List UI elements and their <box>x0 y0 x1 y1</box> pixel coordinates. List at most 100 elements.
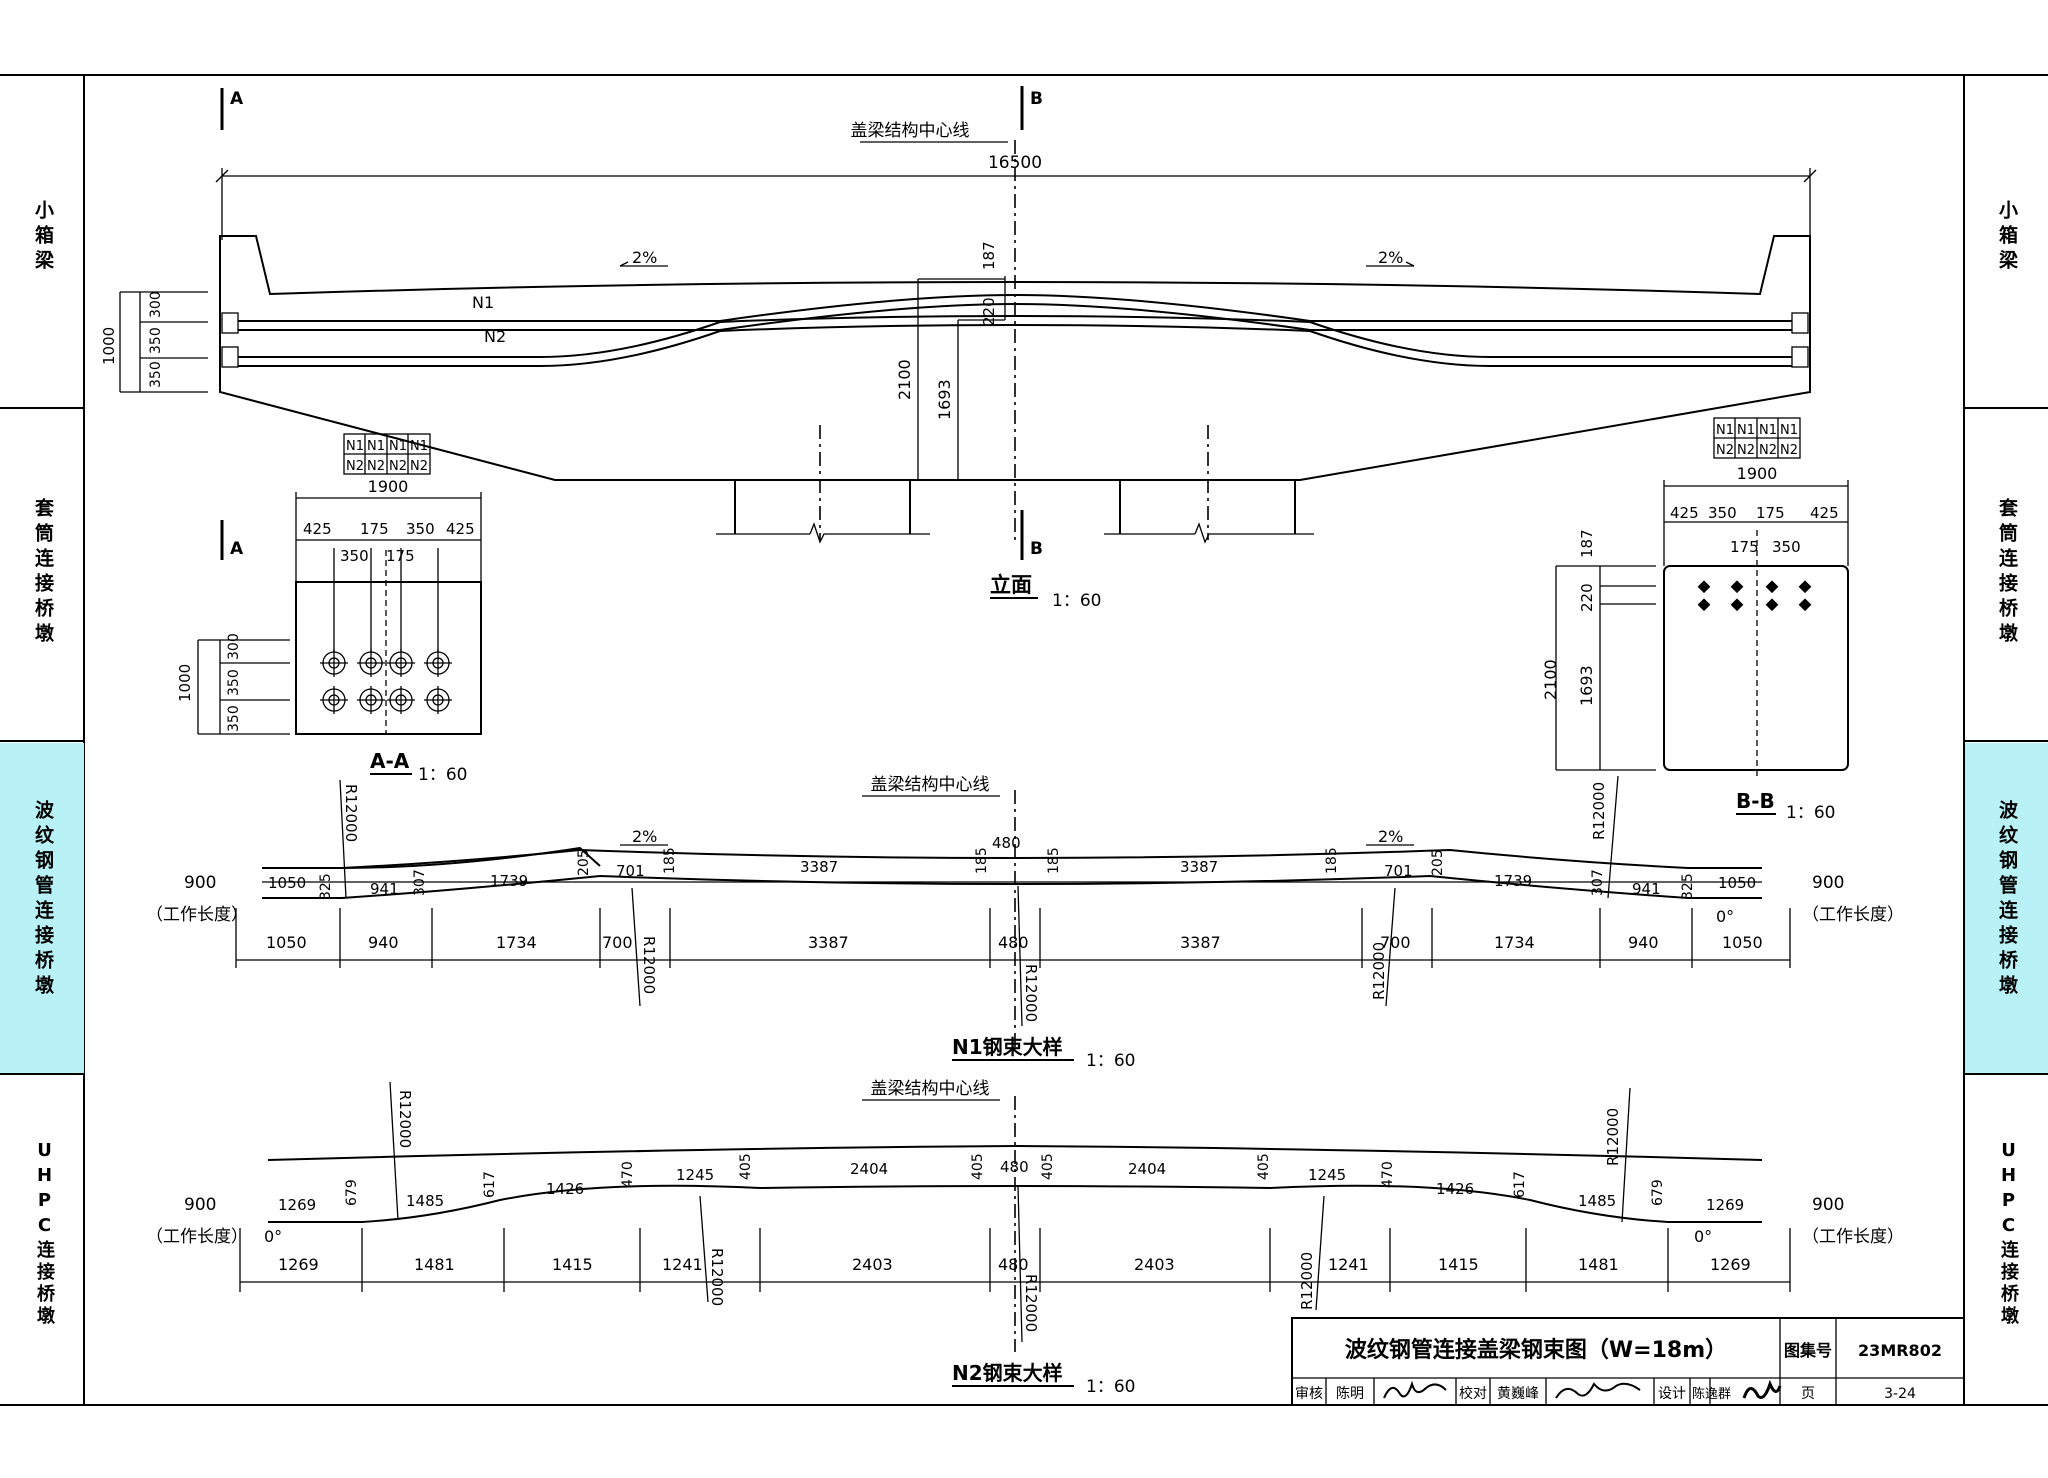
svg-text:校对: 校对 <box>1459 1385 1487 1402</box>
svg-text:325: 325 <box>1680 873 1696 900</box>
svg-text:350: 350 <box>340 547 369 565</box>
svg-text:R12000: R12000 <box>1604 1108 1622 1166</box>
svg-text:701: 701 <box>616 862 645 880</box>
left-tab-small-box-girder[interactable]: 小箱梁 <box>32 200 54 275</box>
svg-text:1415: 1415 <box>1438 1255 1479 1274</box>
section-aa-title: A-A <box>370 749 410 773</box>
svg-text:679: 679 <box>344 1179 360 1206</box>
svg-text:617: 617 <box>482 1171 498 1198</box>
svg-text:N2: N2 <box>389 459 407 474</box>
svg-text:N2: N2 <box>1716 443 1734 458</box>
section-aa-tendon-table: N1 N1 N1 N1 N2 N2 N2 N2 <box>343 433 431 475</box>
svg-text:1050: 1050 <box>1722 933 1763 952</box>
elevation-scale: 1：60 <box>1052 591 1101 611</box>
n2-top-line <box>267 1144 1763 1161</box>
svg-text:470: 470 <box>620 1161 636 1188</box>
svg-text:185: 185 <box>974 847 990 874</box>
n2-work-length-left: （工作长度） <box>146 1227 248 1247</box>
elevation-slope-right: 2% <box>1378 248 1403 267</box>
section-bb: N1 N1 N1 N1 N2 N2 N2 N2 1900 425 350 175… <box>1541 417 1849 823</box>
left-sidebar-active-highlight <box>0 743 84 1073</box>
title-block-checker: 黄巍峰 <box>1497 1385 1539 1402</box>
elevation-dim-220: 220 <box>980 297 998 326</box>
svg-text:1245: 1245 <box>1308 1166 1346 1184</box>
title-block-atlas-no: 23MR802 <box>1858 1341 1942 1360</box>
elevation-view: A A B B 盖梁结构中心线 16500 <box>100 86 1817 611</box>
svg-text:480: 480 <box>998 933 1029 952</box>
n2-detail-scale: 1：60 <box>1086 1377 1135 1397</box>
svg-text:1241: 1241 <box>1328 1255 1369 1274</box>
n1-tendon-upper-left <box>262 846 601 869</box>
section-bb-width: 1900 <box>1737 464 1778 483</box>
svg-text:2404: 2404 <box>1128 1160 1166 1178</box>
right-tab-uhpc-pier[interactable]: UHPC连接桥墩 <box>1998 1140 2019 1328</box>
svg-text:N1: N1 <box>1780 423 1798 438</box>
designer-signature <box>1742 1379 1782 1399</box>
section-aa: N1 N1 N1 N1 N2 N2 N2 N2 1900 425 175 350… <box>176 433 482 785</box>
svg-text:187: 187 <box>1578 529 1596 558</box>
left-tab-uhpc-pier[interactable]: UHPC连接桥墩 <box>34 1140 55 1328</box>
section-bb-tendon-table: N1 N1 N1 N1 N2 N2 N2 N2 <box>1713 417 1801 459</box>
elevation-n1-label: N1 <box>472 293 494 312</box>
svg-text:R12000: R12000 <box>1590 782 1608 840</box>
section-bb-dim-2100: 2100 <box>1541 659 1560 700</box>
right-tab-small-box-girder[interactable]: 小箱梁 <box>1996 200 2018 275</box>
elevation-dim-350a: 350 <box>148 361 164 388</box>
svg-text:941: 941 <box>1632 880 1661 898</box>
section-mark-a-top: A <box>230 89 244 109</box>
svg-text:N2: N2 <box>410 459 428 474</box>
right-tab-corrugated-pier[interactable]: 波纹钢管连接桥墩 <box>1996 800 2018 1000</box>
n1-detail-title: N1钢束大样 <box>952 1035 1063 1059</box>
svg-text:1269: 1269 <box>1706 1196 1744 1214</box>
svg-text:1481: 1481 <box>414 1255 455 1274</box>
n1-work-length-left: （工作长度） <box>146 905 248 925</box>
svg-text:300: 300 <box>226 633 242 660</box>
svg-text:3387: 3387 <box>808 933 849 952</box>
svg-text:679: 679 <box>1650 1179 1666 1206</box>
svg-text:175: 175 <box>386 547 415 565</box>
n1-tendon-detail: 盖梁结构中心线 2% 2% 1050 941 1739 701 3387 480… <box>146 775 1904 1071</box>
n2-end-length-left: 900 <box>184 1195 216 1215</box>
svg-text:480: 480 <box>998 1255 1029 1274</box>
right-tab-sleeve-pier[interactable]: 套筒连接桥墩 <box>1996 498 2018 648</box>
left-tab-sleeve-pier[interactable]: 套筒连接桥墩 <box>32 498 54 648</box>
svg-text:1245: 1245 <box>676 1166 714 1184</box>
svg-text:审核: 审核 <box>1295 1386 1323 1402</box>
svg-text:350: 350 <box>406 520 435 538</box>
elevation-dim-350b: 350 <box>148 327 164 354</box>
svg-text:185: 185 <box>1046 847 1062 874</box>
svg-text:设计: 设计 <box>1658 1386 1686 1402</box>
svg-text:1269: 1269 <box>1710 1255 1751 1274</box>
svg-text:185: 185 <box>662 847 678 874</box>
svg-text:N2: N2 <box>346 459 364 474</box>
tendon-n2-top <box>238 314 1792 358</box>
elevation-slope-left: 2% <box>632 248 657 267</box>
svg-text:700: 700 <box>1380 933 1411 952</box>
svg-text:R12000: R12000 <box>1298 1252 1316 1310</box>
right-sidebar-active-highlight <box>1965 743 2048 1073</box>
svg-text:N2: N2 <box>1759 443 1777 458</box>
svg-text:1485: 1485 <box>1578 1192 1616 1210</box>
svg-text:480: 480 <box>1000 1158 1029 1176</box>
svg-text:701: 701 <box>1384 862 1413 880</box>
svg-text:220: 220 <box>1578 583 1596 612</box>
svg-text:1426: 1426 <box>1436 1180 1474 1198</box>
left-tab-corrugated-pier[interactable]: 波纹钢管连接桥墩 <box>32 800 54 1000</box>
n1-work-length-right: （工作长度） <box>1802 905 1904 925</box>
section-mark-b-bottom: B <box>1030 539 1043 559</box>
svg-text:R12000: R12000 <box>1370 942 1388 1000</box>
svg-text:1426: 1426 <box>546 1180 584 1198</box>
svg-text:页: 页 <box>1801 1386 1815 1402</box>
elevation-n2-label: N2 <box>484 327 506 346</box>
svg-text:N1: N1 <box>1737 423 1755 438</box>
n1-end-length-right: 900 <box>1812 873 1844 893</box>
svg-text:940: 940 <box>1628 933 1659 952</box>
title-block: 波纹钢管连接盖梁钢束图（W=18m） 图集号 23MR802 审核 陈明 校对 … <box>1291 1317 1965 1406</box>
n1-tendon-lower <box>262 874 1762 899</box>
tendon-n1-top <box>238 293 1792 322</box>
svg-text:1050: 1050 <box>1718 874 1756 892</box>
n2-tendon-detail: 盖梁结构中心线 1269 1485 1426 1245 2404 480 240… <box>146 1079 1904 1397</box>
svg-text:N1: N1 <box>367 439 385 454</box>
tendon-n1-bottom <box>238 302 1792 331</box>
